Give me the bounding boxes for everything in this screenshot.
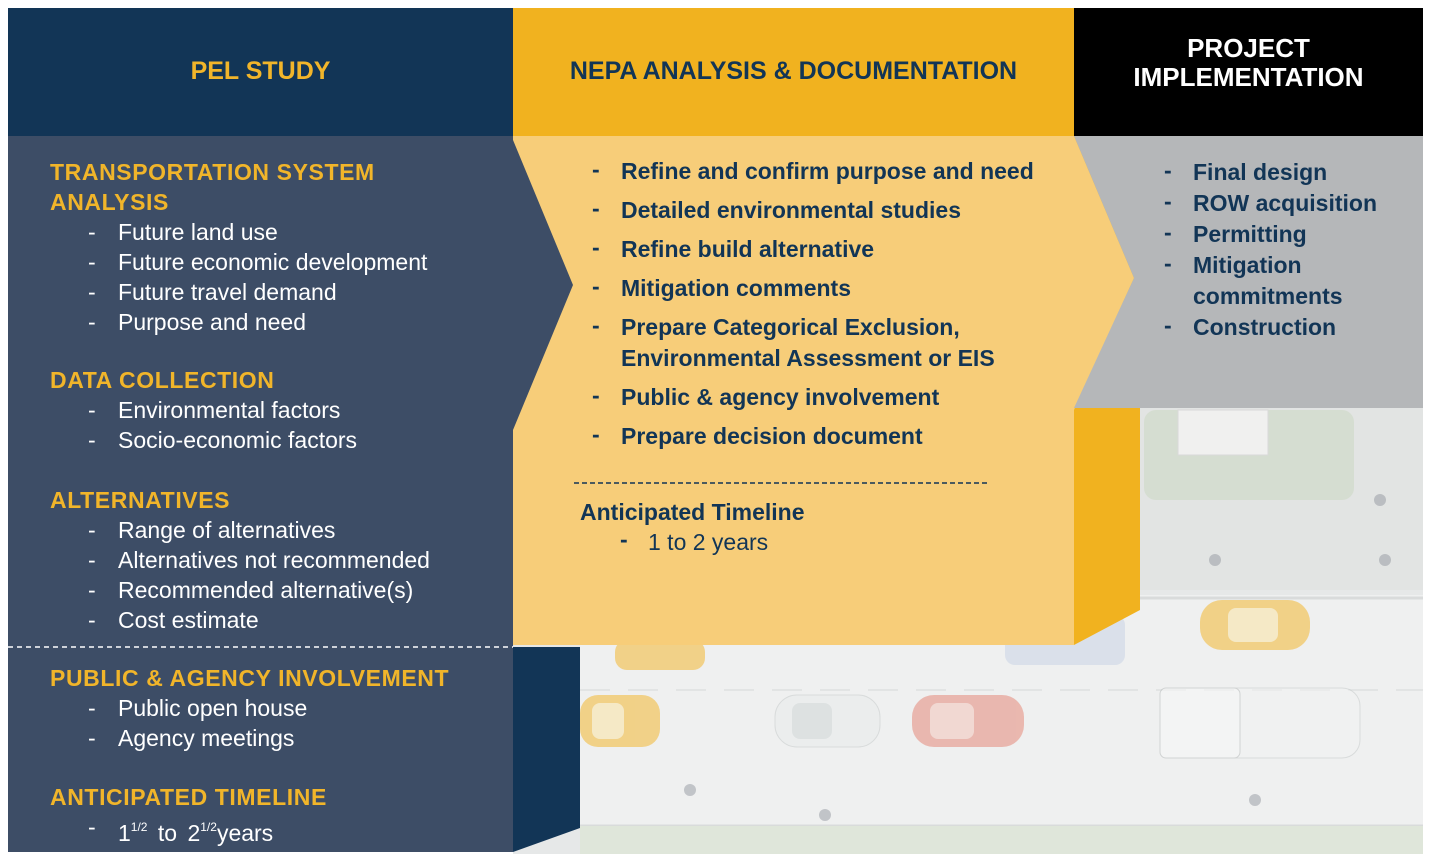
project-implementation-title: PROJECT IMPLEMENTATION [1133,33,1364,92]
pel-section-data-collection: DATA COLLECTION Environmental factors So… [50,365,490,455]
timeline-end-fraction: 1/2 [200,820,217,834]
section-title: ANTICIPATED TIMELINE [50,784,327,810]
pel-arrow-tip [513,140,573,430]
list-item: Refine build alternative [592,232,1072,265]
list-item: Recommended alternative(s) [88,575,490,605]
timeline-to: to [157,820,178,846]
list-item: Refine and confirm purpose and need [592,154,1072,187]
list-item: Permitting [1164,217,1414,250]
timeline-value: 11/2 to 21/2years [88,812,490,848]
list-item: Detailed environmental studies [592,193,1072,226]
list-item: Alternatives not recommended [88,545,490,575]
list-item: Future economic development [88,247,490,277]
implementation-list: Final design ROW acquisition Permitting … [1164,155,1414,343]
list-item: Prepare decision document [592,419,1072,452]
list-item: Agency meetings [88,723,490,753]
list-item: Mitigation commitments [1164,248,1373,312]
nepa-timeline-value: - 1 to 2 years [620,526,769,555]
car-icon [1200,600,1310,650]
pel-section-involvement: PUBLIC & AGENCY INVOLVEMENT Public open … [50,663,490,753]
list-item: Future travel demand [88,277,490,307]
list-item: Socio-economic factors [88,425,490,455]
list-item: Mitigation comments [592,271,1072,304]
list-item: Range of alternatives [88,515,490,545]
pel-section-transportation: TRANSPORTATION SYSTEM ANALYSIS Future la… [50,157,490,337]
timeline-end-whole: 2 [187,820,201,846]
nepa-timeline-title: Anticipated Timeline [580,499,805,525]
list-item: Final design [1164,155,1414,188]
pel-section-timeline: ANTICIPATED TIMELINE 11/2 to 21/2years [50,782,490,848]
list-item: Cost estimate [88,605,490,635]
nepa-arrow-tip [1074,136,1134,410]
section-title: ALTERNATIVES [50,487,231,513]
list-item: Prepare Categorical Exclusion, Environme… [592,310,1041,374]
list-item: Construction [1164,310,1414,343]
nepa-timeline: Anticipated Timeline - 1 to 2 years [580,497,805,557]
list-item: ROW acquisition [1164,186,1414,219]
project-implementation-header: PROJECT IMPLEMENTATION [1074,8,1423,136]
list-item: Purpose and need [88,307,490,337]
list-item: Environmental factors [88,395,490,425]
timeline-unit: years [216,820,274,846]
pel-section-alternatives: ALTERNATIVES Range of alternatives Alter… [50,485,490,635]
section-title: DATA COLLECTION [50,367,275,393]
list-item: Public & agency involvement [592,380,1072,413]
timeline-start-fraction: 1/2 [130,820,148,834]
list-item: Public open house [88,693,490,723]
nepa-header: NEPA ANALYSIS & DOCUMENTATION [513,8,1074,136]
timeline-start-whole: 1 [118,820,131,846]
nepa-list: Refine and confirm purpose and need Deta… [592,154,1072,460]
list-item: Future land use [88,217,490,247]
pel-study-header: PEL STUDY [8,8,513,136]
section-title: TRANSPORTATION SYSTEM ANALYSIS [50,159,375,215]
pel-arrow-shadow [513,647,580,852]
section-title: PUBLIC & AGENCY INVOLVEMENT [50,665,450,691]
